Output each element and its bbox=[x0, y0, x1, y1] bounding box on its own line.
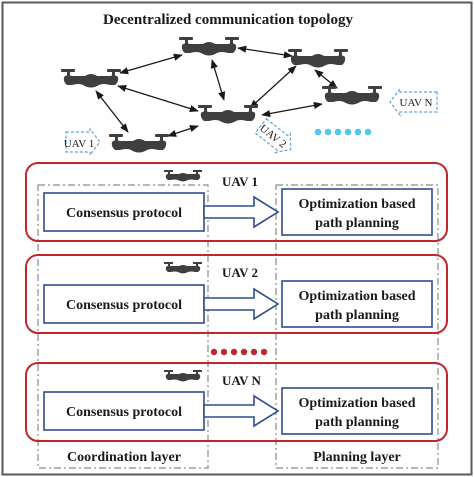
edge-b-uav2 bbox=[249, 65, 297, 109]
consensus-protocol-label: Consensus protocol bbox=[66, 405, 182, 420]
consensus-protocol-box bbox=[43, 284, 205, 324]
optimization-box bbox=[281, 188, 433, 236]
optimization-box bbox=[281, 280, 433, 328]
topology-ellipsis bbox=[314, 128, 372, 136]
edge-c-uav2 bbox=[117, 84, 199, 113]
uav1-topology-label: UAV 1 bbox=[64, 127, 101, 157]
optimization-label-line1: Optimization based bbox=[298, 197, 415, 212]
consensus-protocol-box bbox=[43, 192, 205, 232]
topology-edges bbox=[95, 45, 338, 137]
optimization-label-line2: path planning bbox=[315, 308, 399, 323]
optimization-label-line2: path planning bbox=[315, 216, 399, 231]
optimization-label-line2: path planning bbox=[315, 415, 399, 430]
planning-layer-label: Planning layer bbox=[313, 450, 401, 465]
consensus-protocol-label: Consensus protocol bbox=[66, 206, 182, 221]
rows-ellipsis bbox=[210, 348, 268, 356]
edge-uav1-uav2 bbox=[167, 125, 199, 137]
edge-uav2-uavn bbox=[261, 101, 323, 118]
flow-arrow-icon bbox=[203, 394, 280, 428]
uav1-label: UAV 1 bbox=[64, 138, 94, 150]
row-uav-label: UAV N bbox=[222, 373, 262, 388]
edge-b-uavn bbox=[314, 69, 338, 89]
arrow-label-icon bbox=[254, 117, 292, 154]
coordination-layer-label: Coordination layer bbox=[67, 450, 181, 465]
row-uav-label: UAV 2 bbox=[222, 265, 258, 280]
uav-row-2: UAV 2 Consensus protocol Optimization ba… bbox=[25, 254, 448, 334]
uav2-topology-label: UAV 2 bbox=[254, 117, 292, 154]
row-container bbox=[25, 254, 448, 334]
row-container bbox=[25, 362, 448, 442]
optimization-label-line1: Optimization based bbox=[298, 289, 415, 304]
planning-layer-box bbox=[275, 184, 439, 469]
drone-icon bbox=[179, 37, 239, 56]
drone-icon bbox=[164, 370, 202, 382]
uav-row-n: UAV N Consensus protocol Optimization ba… bbox=[25, 362, 448, 442]
drone-icon bbox=[109, 134, 169, 153]
drone-icon bbox=[198, 105, 258, 124]
consensus-protocol-label: Consensus protocol bbox=[66, 298, 182, 313]
uav-row-1: UAV 1 Consensus protocol Optimization ba… bbox=[25, 162, 448, 242]
optimization-box bbox=[281, 387, 433, 435]
row-container bbox=[25, 162, 448, 242]
edge-c-uav1 bbox=[95, 90, 129, 133]
uavn-topology-label: UAV N bbox=[389, 87, 438, 117]
flow-arrow-icon bbox=[203, 195, 280, 229]
flow-arrow-icon bbox=[203, 287, 280, 321]
drone-icon bbox=[322, 86, 382, 105]
drone-icon bbox=[288, 49, 348, 68]
drone-icon bbox=[164, 170, 202, 182]
edge-a-c bbox=[119, 53, 183, 75]
row-uav-label: UAV 1 bbox=[222, 174, 258, 189]
diagram-title: Decentralized communication topology bbox=[103, 12, 353, 28]
drone-icon bbox=[61, 69, 121, 88]
drone-icon bbox=[164, 262, 202, 274]
uavn-label: UAV N bbox=[400, 97, 433, 109]
edge-a-uav2 bbox=[210, 59, 226, 101]
optimization-label-line1: Optimization based bbox=[298, 396, 415, 411]
edge-a-b bbox=[237, 45, 293, 59]
arrow-label-icon bbox=[389, 87, 438, 117]
coordination-layer-box bbox=[37, 184, 209, 469]
arrow-label-icon bbox=[65, 127, 101, 157]
